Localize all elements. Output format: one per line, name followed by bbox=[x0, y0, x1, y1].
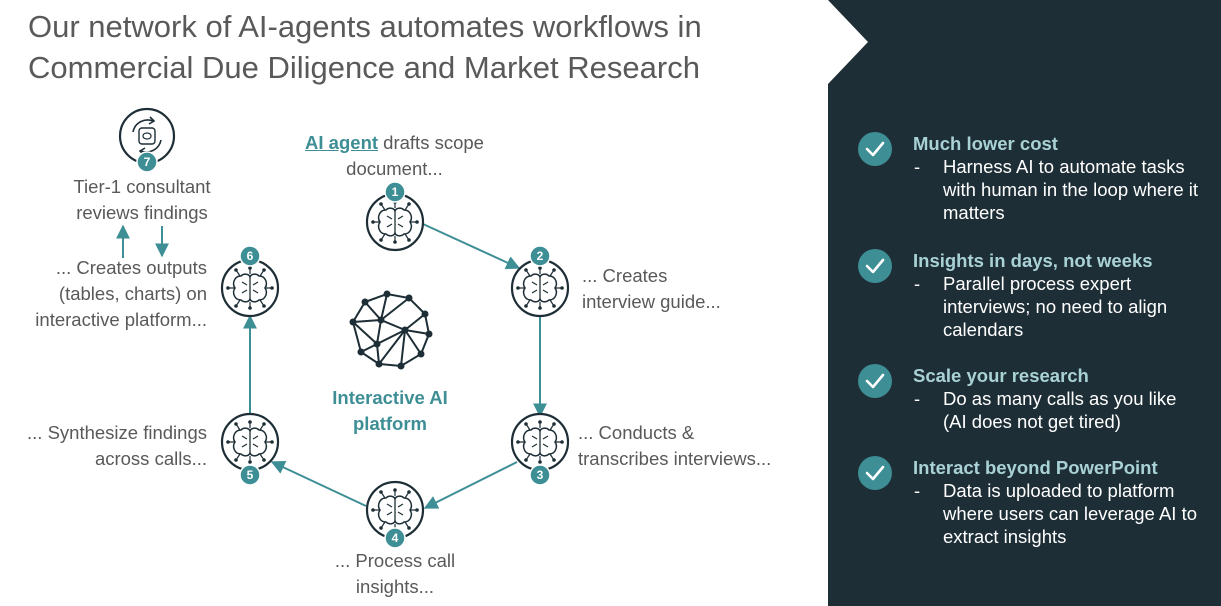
step-6-text-line2: (tables, charts) on bbox=[58, 283, 207, 304]
step-number: 5 bbox=[247, 468, 254, 482]
benefit-dash: - bbox=[914, 480, 921, 501]
step-badge-7: 7 bbox=[136, 151, 158, 173]
benefit-title: Scale your research bbox=[913, 365, 1089, 386]
node-2-brain-icon bbox=[510, 258, 570, 318]
step-1-label: AI agent drafts scope document... bbox=[292, 130, 497, 182]
benefits-panel bbox=[828, 0, 1221, 606]
step-2-label: ... Creates interview guide... bbox=[582, 263, 721, 315]
step-number: 2 bbox=[537, 249, 544, 263]
step-7-text: Tier-1 consultant bbox=[73, 176, 211, 197]
benefit-scale-research: Scale your research - Do as many calls a… bbox=[858, 364, 1208, 444]
step-4-label: ... Process call insights... bbox=[315, 548, 475, 600]
benefit-lower-cost: Much lower cost - Harness AI to automate… bbox=[858, 132, 1208, 232]
step-badge-6: 6 bbox=[239, 245, 261, 267]
benefit-dash: - bbox=[914, 273, 921, 294]
workflow-diagram: 1 2 3 4 5 6 7 bbox=[116, 107, 570, 549]
benefit-text: Harness AI to automate tasks with human … bbox=[943, 156, 1199, 223]
step-number: 1 bbox=[392, 185, 399, 199]
step-badge-1: 1 bbox=[384, 181, 406, 203]
arrow-4-to-5 bbox=[270, 461, 367, 507]
network-sphere-icon bbox=[349, 290, 433, 370]
benefit-text: Parallel process expert interviews; no n… bbox=[943, 273, 1168, 340]
step-1-text: drafts scope bbox=[378, 132, 484, 153]
step-4-text: ... Process call bbox=[334, 550, 456, 571]
step-3-label: ... Conducts & transcribes interviews... bbox=[578, 420, 771, 472]
benefit-text: Do as many calls as you like (AI does no… bbox=[943, 388, 1177, 432]
node-3-brain-icon bbox=[510, 412, 570, 472]
platform-label: Interactive AI platform bbox=[305, 385, 475, 437]
step-5-text-line2: across calls... bbox=[94, 448, 207, 469]
platform-label-line1: Interactive AI bbox=[332, 387, 448, 408]
step-1-text-line2: document... bbox=[346, 158, 443, 179]
benefit-interact-beyond: Interact beyond PowerPoint - Data is upl… bbox=[858, 456, 1208, 576]
benefit-dash: - bbox=[914, 156, 921, 177]
step-number: 4 bbox=[392, 531, 399, 545]
arrow-1-to-2 bbox=[422, 223, 521, 270]
arrow-3-to-4 bbox=[423, 461, 518, 509]
step-4-text-line2: insights... bbox=[355, 576, 435, 597]
node-6-brain-icon bbox=[220, 258, 280, 318]
step-badge-5: 5 bbox=[239, 464, 261, 486]
step-3-text-line2: transcribes interviews... bbox=[578, 448, 772, 469]
benefit-title: Much lower cost bbox=[913, 133, 1058, 154]
step-2-text: ... Creates bbox=[582, 265, 668, 286]
step-7-label: Tier-1 consultant reviews findings bbox=[52, 174, 232, 226]
checkmark-icon bbox=[858, 132, 892, 166]
benefit-title: Interact beyond PowerPoint bbox=[913, 457, 1158, 478]
step-6-text: ... Creates outputs bbox=[55, 257, 207, 278]
step-5-label: ... Synthesize findings across calls... bbox=[0, 420, 207, 472]
platform-label-line2: platform bbox=[353, 413, 427, 434]
ai-agent-link[interactable]: AI agent bbox=[305, 132, 379, 153]
step-7-text-line2: reviews findings bbox=[76, 202, 208, 223]
checkmark-icon bbox=[858, 364, 892, 398]
step-2-text-line2: interview guide... bbox=[582, 291, 721, 312]
step-badge-4: 4 bbox=[384, 527, 406, 549]
page-title: Our network of AI-agents automates workf… bbox=[28, 9, 702, 85]
step-badge-3: 3 bbox=[529, 464, 551, 486]
benefit-title: Insights in days, not weeks bbox=[913, 250, 1153, 271]
step-number: 6 bbox=[247, 249, 254, 263]
node-5-brain-icon bbox=[220, 412, 280, 472]
step-number: 7 bbox=[144, 155, 151, 169]
step-6-text-line3: interactive platform... bbox=[35, 309, 207, 330]
benefit-text: Data is uploaded to platform where users… bbox=[943, 480, 1198, 547]
step-3-text: ... Conducts & bbox=[578, 422, 695, 443]
step-badge-2: 2 bbox=[529, 245, 551, 267]
benefit-dash: - bbox=[914, 388, 921, 409]
step-6-label: ... Creates outputs (tables, charts) on … bbox=[0, 255, 207, 333]
checkmark-icon bbox=[858, 456, 892, 490]
step-number: 3 bbox=[537, 468, 544, 482]
benefit-insights-days: Insights in days, not weeks - Parallel p… bbox=[858, 249, 1208, 349]
checkmark-icon bbox=[858, 249, 892, 283]
step-5-text: ... Synthesize findings bbox=[27, 422, 207, 443]
